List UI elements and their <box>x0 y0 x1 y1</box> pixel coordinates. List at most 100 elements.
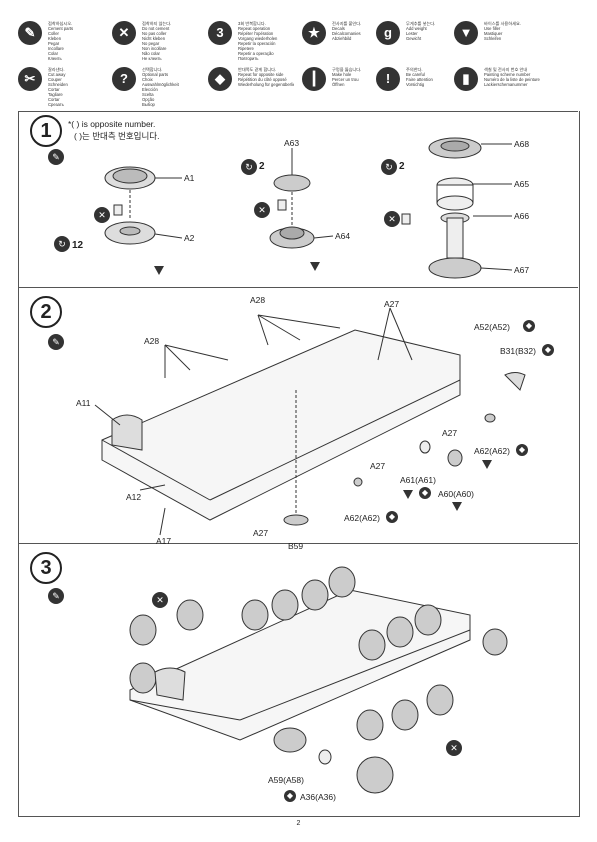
vise-icon <box>154 266 164 275</box>
step-divider-2 <box>18 543 578 544</box>
part-label-a17: A17 <box>156 536 172 546</box>
legend-line: Scelta <box>142 92 154 97</box>
no-glue-icon: ✕ <box>384 211 400 227</box>
part-label-a11: A11 <box>76 398 91 408</box>
legend-line: Tagliare <box>48 92 63 97</box>
drill-icon: ┃ <box>302 67 326 91</box>
part-label-a60: A60(A60) <box>438 489 474 499</box>
legend-line: Opção <box>142 97 155 102</box>
legend-line: 주의한다. <box>406 67 423 72</box>
opposite-icon: ◆ <box>208 67 232 91</box>
part-label-b59: B59 <box>288 541 304 551</box>
no-glue-icon: ✕ <box>254 202 270 218</box>
legend-line: Percer un trou <box>332 77 359 82</box>
legend-line: Vorgang wiederholen <box>238 36 278 41</box>
no-glue-icon: ✕ <box>152 592 168 608</box>
part-label-a12: A12 <box>126 492 142 502</box>
legend-line: Make hole <box>332 72 352 77</box>
legend-line: Cement parts <box>48 26 74 31</box>
legend-line: Wiederholung für gegenüberliegende Seite <box>238 82 294 87</box>
legend-line: Be careful <box>406 72 425 77</box>
part-label-a67: A67 <box>514 265 530 275</box>
legend-line: Ripetere <box>238 46 254 51</box>
legend-line: 구멍을 뚫습니다. <box>332 67 362 72</box>
legend-line: Couper <box>48 77 62 82</box>
step-2-number: 2 <box>30 296 62 328</box>
glue-icon: ✎ <box>48 149 64 165</box>
legend-line: Elección <box>142 87 158 92</box>
opposite-side-icon: ◆ <box>516 444 528 456</box>
repeat-icon: ↻ <box>241 159 257 175</box>
legend-line: Repetir la operación <box>238 41 276 46</box>
opposite-side-icon: ◆ <box>386 511 398 523</box>
legend-line: Cortar <box>48 97 60 102</box>
repeat-icon: 3 <box>208 21 232 45</box>
legend-line: Срезать <box>48 102 64 107</box>
legend-line: Décalcomanies <box>332 31 361 36</box>
glue-icon: ✎ <box>48 334 64 350</box>
glue-icon: ✎ <box>18 21 42 45</box>
part-label-a52: A52(A52) <box>474 322 510 332</box>
no-glue-icon: ✕ <box>112 21 136 45</box>
legend-line: 무게추를 넣는다. <box>406 21 436 26</box>
legend-line: 3회 반복합니다. <box>238 21 266 26</box>
legend-line: Auswahlmöglichkeit <box>142 82 179 87</box>
step-divider-1 <box>18 287 578 288</box>
legend-line: Non incollare <box>142 46 167 51</box>
paint-icon: ▮ <box>454 67 478 91</box>
vise-icon <box>403 490 413 499</box>
legend-line: No pas coller <box>142 31 167 36</box>
repeat-count-c: 2 <box>399 161 405 172</box>
legend-line: Schleifen <box>484 36 502 41</box>
legend-line: Painting scheme number <box>484 72 531 77</box>
legend-line: Nicht kleben <box>142 36 166 41</box>
legend-line: Pegar <box>48 41 60 46</box>
cut-icon: ✂ <box>18 67 42 91</box>
legend-line: 반대쪽도 같게 합니다. <box>238 67 277 72</box>
legend-line: Choix <box>142 77 153 82</box>
legend-line: Decals <box>332 26 345 31</box>
legend-line: Mastiquer <box>484 31 503 36</box>
part-label-a61: A61(A61) <box>400 475 436 485</box>
legend-line: Schneiden <box>48 82 68 87</box>
vise-icon <box>482 460 492 469</box>
legend-line: Клеить <box>48 56 62 61</box>
part-label-a27: A27 <box>253 528 269 538</box>
legend-line: Add weight <box>406 26 427 31</box>
opposite-side-icon: ◆ <box>542 344 554 356</box>
legend-line: 색칠 및 전사지 번호 안내 <box>484 67 528 72</box>
part-label-a64: A64 <box>335 231 351 241</box>
legend-line: Vorsichtig <box>406 82 425 87</box>
legend-line: No pegar <box>142 41 160 46</box>
step-3-number: 3 <box>30 552 62 584</box>
legend-line: Выбор <box>142 102 155 107</box>
part-label-a66: A66 <box>514 211 530 221</box>
part-label-a28: A28 <box>144 336 160 346</box>
opposite-side-icon: ◆ <box>284 790 296 802</box>
legend-line: 전사지를 붙인다. <box>332 21 362 26</box>
legend-line: Повторить <box>238 56 259 61</box>
legend-line: Não colar <box>142 51 160 56</box>
optional-icon: ? <box>112 67 136 91</box>
part-label-a27: A27 <box>442 428 458 438</box>
part-label-a27: A27 <box>384 299 400 309</box>
no-glue-icon: ✕ <box>446 740 462 756</box>
part-label-a27: A27 <box>370 461 386 471</box>
